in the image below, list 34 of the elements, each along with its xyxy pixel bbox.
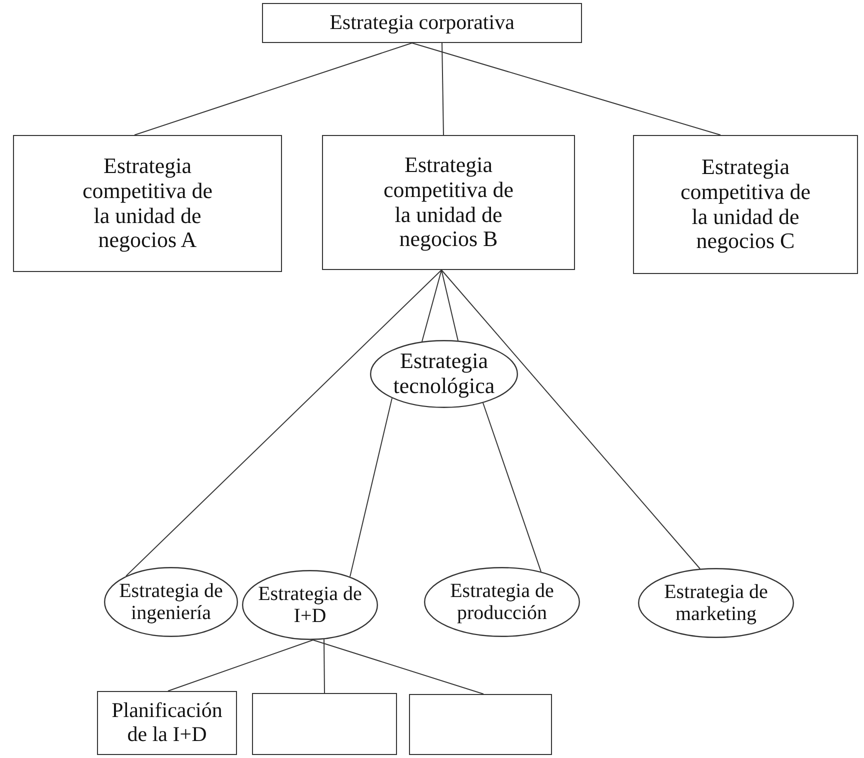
node-label: Planificación de la I+D [110,699,224,747]
strategy-box [262,3,582,43]
strategy-box [633,135,858,274]
strategy-ellipse [242,570,378,640]
connector-line [442,42,444,136]
connector-line [168,639,314,692]
node-label: Estrategia corporativa [328,11,516,35]
node-label: Estrategia de I+D [257,582,363,628]
node-label: Estrategia competitiva de la unidad de negocios A [81,154,214,253]
strategy-box [13,135,282,272]
strategy-ellipse [370,340,518,408]
connector-line [441,270,700,570]
strategy-ellipse [104,567,238,637]
connector-line [134,42,412,136]
connector-line [482,402,542,572]
connector-line [312,639,484,694]
node-label: Estrategia competitiva de la unidad de negocios C [679,155,812,254]
empty-box [409,694,552,755]
node-label: Estrategia tecnológica [392,349,496,399]
connector-line [422,270,442,342]
connector-line [350,398,392,578]
connector-line [412,42,721,136]
strategy-box [322,135,575,270]
empty-box [252,693,397,755]
node-label: Estrategia de ingeniería [118,580,224,624]
connector-line [441,270,458,342]
node-label: Estrategia de producción [449,580,555,624]
connector-line [324,638,325,694]
strategy-ellipse [424,567,580,637]
node-label: Estrategia de marketing [663,580,769,626]
strategy-ellipse [638,568,794,638]
node-label: Estrategia competitiva de la unidad de negocios B [382,153,515,252]
connector-line [126,270,442,577]
strategy-box [97,691,237,755]
